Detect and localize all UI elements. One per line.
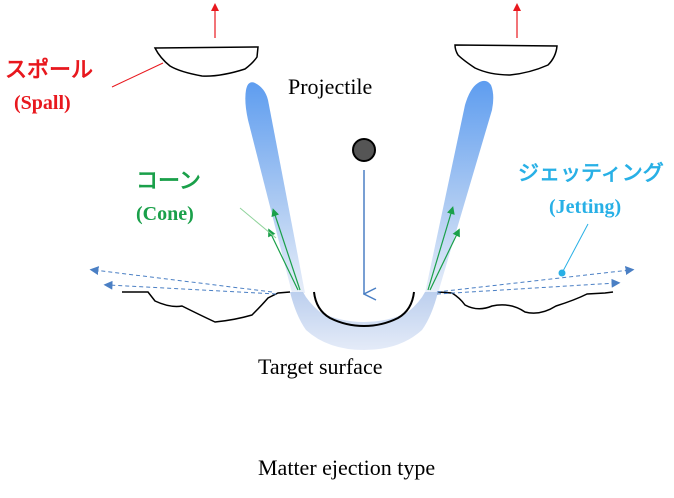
jetting-arrow-right-1 (436, 266, 635, 293)
cone-leader-line (239, 207, 277, 239)
jetting-arrow-left-2 (103, 280, 277, 295)
plume-right (425, 80, 494, 294)
cone-label-en: (Cone) (136, 203, 194, 225)
target-surface-label: Target surface (258, 354, 383, 379)
cone-arrow-left-2 (268, 228, 299, 291)
cone-arrow-right-2 (429, 228, 460, 291)
target-surface-left (122, 291, 291, 323)
spall-fragment-left (153, 46, 259, 77)
jetting-leader-line (561, 223, 589, 274)
projectile-ball (352, 138, 376, 162)
jetting-label-en: (Jetting) (549, 196, 622, 218)
plume-left (245, 82, 305, 293)
cone-arrow-right-1 (427, 206, 455, 291)
spall-label-jp: スポール (5, 58, 94, 83)
jetting-arrow-left-1 (89, 266, 273, 293)
spall-label-en: (Spall) (14, 92, 71, 114)
spall-leader-line (111, 62, 164, 88)
jetting-leader-dot (558, 269, 566, 277)
projectile-label: Projectile (288, 74, 373, 99)
jetting-label-jp: ジェッティング (518, 161, 664, 185)
diagram-caption: Matter ejection type (258, 455, 436, 480)
cone-label-jp: コーン (136, 169, 201, 194)
target-surface-right (437, 291, 614, 314)
crater-floor (290, 292, 438, 350)
spall-fragment-right (454, 44, 558, 76)
cone-arrow-left-1 (271, 208, 301, 291)
jetting-arrow-right-2 (436, 278, 621, 295)
crater-inner-rim (313, 291, 415, 328)
